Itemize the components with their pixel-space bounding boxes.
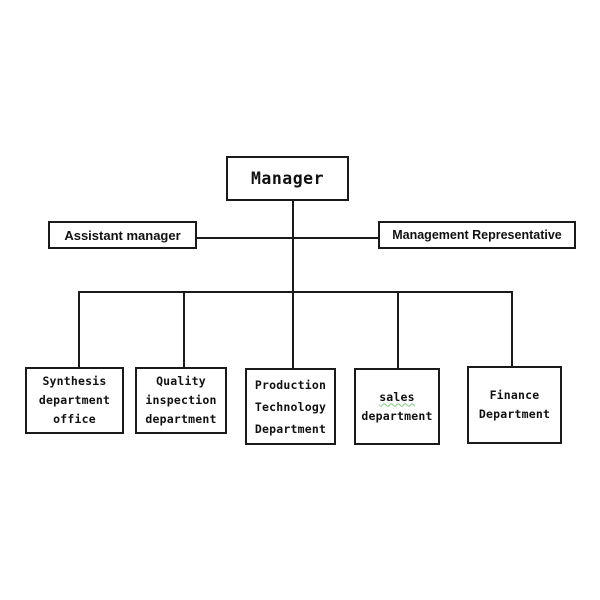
department-label-line: department	[38, 393, 111, 407]
department-label-line: Finance	[489, 388, 540, 402]
department-box-production: Production Technology Department	[245, 368, 336, 445]
department-box-quality: Quality inspection department	[135, 367, 227, 434]
department-label-line: inspection	[145, 393, 217, 407]
department-label-line: office	[53, 412, 96, 426]
department-label-line: Quality	[156, 374, 206, 388]
department-box-synthesis: Synthesis department office	[25, 367, 124, 434]
department-label-line: department	[361, 408, 433, 423]
department-label-line: Department	[478, 407, 551, 421]
department-box-sales: sales department	[354, 368, 440, 445]
assistant-manager-label: Assistant manager	[64, 227, 181, 243]
department-label-line: Technology	[254, 399, 327, 414]
management-representative-label: Management Representative	[392, 228, 562, 242]
management-representative-box: Management Representative	[378, 221, 576, 249]
manager-label: Manager	[250, 169, 325, 188]
department-label-line: department	[145, 412, 217, 426]
department-label-line: Production	[254, 377, 327, 392]
department-label-line: sales	[379, 389, 415, 404]
assistant-manager-box: Assistant manager	[48, 221, 197, 249]
department-label-line: Department	[254, 421, 327, 436]
manager-box: Manager	[226, 156, 349, 201]
department-box-finance: Finance Department	[467, 366, 562, 444]
department-label-line: Synthesis	[42, 374, 107, 388]
